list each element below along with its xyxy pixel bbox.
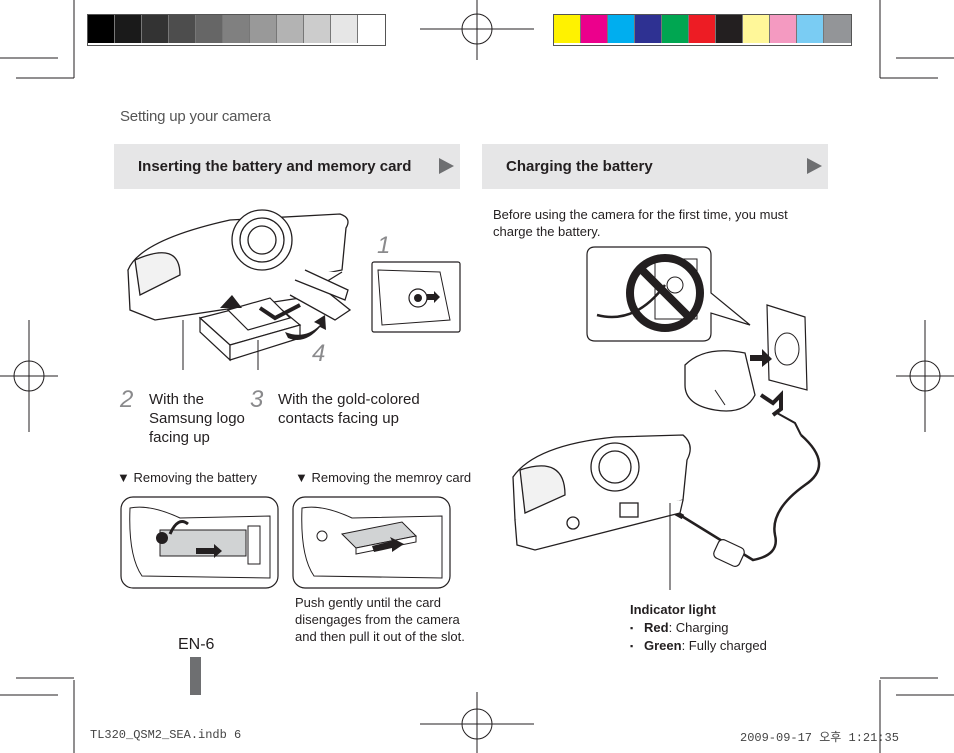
- step-number: 4: [312, 340, 326, 367]
- arrow-right-icon: [807, 158, 822, 174]
- color-swatch: [824, 15, 851, 43]
- remove-battery-illustration: [120, 496, 279, 589]
- page-tab-bar: [190, 657, 201, 695]
- color-swatch: [716, 15, 743, 43]
- section-title: Inserting the battery and memory card: [138, 158, 412, 175]
- step-number: 3: [250, 386, 264, 413]
- footer-file: TL320_QSM2_SEA.indb 6: [90, 728, 242, 742]
- indicator-color: Green: [644, 638, 682, 653]
- color-swatch: [358, 15, 385, 43]
- step-number: 1: [377, 232, 391, 259]
- list-item: Green: Fully charged: [630, 637, 767, 655]
- step-text: With the Samsung logo facing up: [149, 391, 245, 446]
- color-swatch: [797, 15, 824, 43]
- color-swatch: [689, 15, 716, 43]
- remove-card-illustration: [292, 496, 451, 589]
- color-swatch: [223, 15, 250, 43]
- section-banner-charging: Charging the battery: [482, 144, 828, 189]
- running-head: Setting up your camera: [120, 108, 271, 125]
- removing-card-label: ▼ Removing the memroy card: [295, 470, 472, 485]
- indicator-heading: Indicator light: [630, 602, 716, 617]
- color-swatch: [115, 15, 142, 43]
- color-swatch: [88, 15, 115, 43]
- indicator-desc: : Fully charged: [681, 638, 767, 653]
- step-number: 2: [120, 386, 134, 413]
- section-banner-battery-card: Inserting the battery and memory card: [114, 144, 460, 189]
- footer-date: 2009-09-17 오후 1:21:35: [740, 731, 899, 745]
- indicator-desc: : Charging: [668, 620, 729, 635]
- color-swatch: [770, 15, 797, 43]
- gray-swatch-bar: [87, 14, 386, 46]
- color-swatch: [142, 15, 169, 43]
- card-removal-note: Push gently until the card disengages fr…: [295, 595, 465, 644]
- section-title: Charging the battery: [506, 158, 653, 175]
- color-swatch: [743, 15, 770, 43]
- page-number: EN-6: [178, 636, 215, 653]
- camera-battery-insertion-illustration: [127, 209, 461, 370]
- color-swatch: [635, 15, 662, 43]
- color-swatch-bar: [553, 14, 852, 46]
- color-swatch: [608, 15, 635, 43]
- color-swatch: [250, 15, 277, 43]
- indicator-light-legend: Indicator light Red: Charging Green: Ful…: [630, 602, 767, 655]
- arrow-right-icon: [439, 158, 454, 174]
- color-swatch: [662, 15, 689, 43]
- color-swatch: [304, 15, 331, 43]
- list-item: Red: Charging: [630, 619, 767, 637]
- color-swatch: [277, 15, 304, 43]
- charging-illustration: [512, 246, 821, 590]
- color-swatch: [169, 15, 196, 43]
- color-swatch: [331, 15, 358, 43]
- removing-battery-label: ▼ Removing the battery: [117, 470, 258, 485]
- step-text: With the gold-colored contacts facing up: [278, 391, 420, 427]
- indicator-color: Red: [644, 620, 669, 635]
- prohibited-icon: [626, 254, 704, 332]
- charging-intro: Before using the camera for the first ti…: [493, 207, 788, 239]
- color-swatch: [196, 15, 223, 43]
- color-swatch: [554, 15, 581, 43]
- color-swatch: [581, 15, 608, 43]
